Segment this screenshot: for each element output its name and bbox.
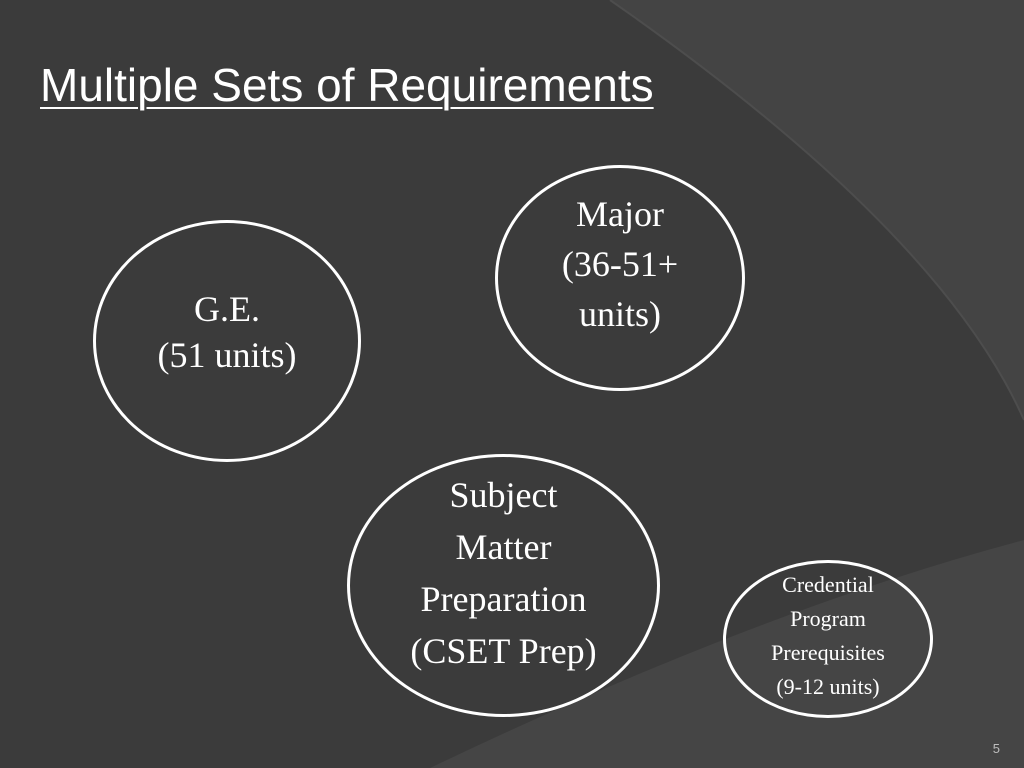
subject-matter-circle-line: Subject	[449, 474, 558, 515]
subject-matter-circle-line: Preparation	[420, 578, 587, 619]
credential-circle-line: Credential	[782, 572, 874, 597]
credential-circle: Credential Program Prerequisites (9-12 u…	[723, 560, 933, 718]
credential-circle-line: Program	[790, 606, 866, 631]
ge-circle: G.E. (51 units)	[93, 220, 361, 462]
major-circle-line: units)	[578, 294, 661, 334]
subject-matter-circle-line: (CSET Prep)	[410, 630, 597, 671]
background-arc-outline	[609, 0, 1024, 421]
major-circle-line: (36-51+	[561, 244, 679, 284]
major-circle-line: Major	[576, 194, 664, 234]
credential-circle-line: Prerequisites	[771, 640, 885, 665]
slide-title: Multiple Sets of Requirements	[40, 59, 654, 111]
subject-matter-circle: Subject Matter Preparation (CSET Prep)	[347, 454, 660, 717]
subject-matter-circle-line: Matter	[455, 526, 552, 567]
ge-circle-line: (51 units)	[157, 335, 297, 375]
ge-circle-line: G.E.	[194, 289, 260, 329]
background-arc-large	[610, 0, 1024, 420]
major-circle: Major (36-51+ units)	[495, 165, 745, 391]
page-number: 5	[992, 741, 1000, 756]
credential-circle-line: (9-12 units)	[776, 674, 880, 699]
